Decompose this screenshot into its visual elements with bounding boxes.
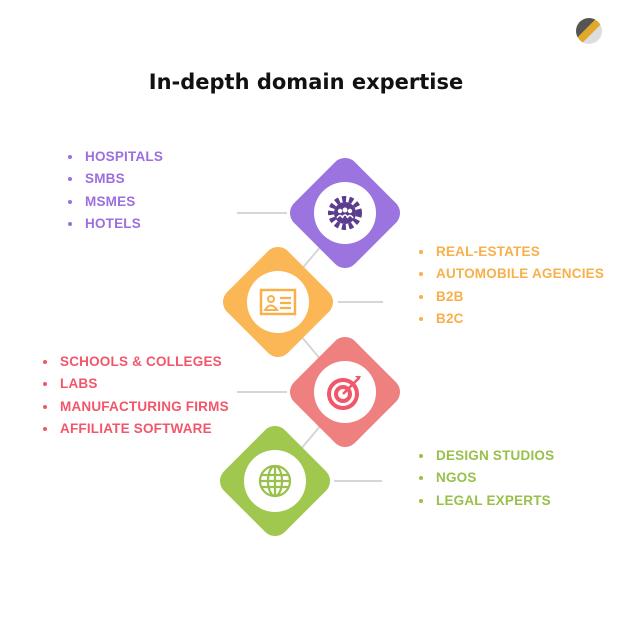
list-orange: REAL-ESTATES AUTOMOBILE AGENCIES B2B B2C <box>417 241 604 330</box>
list-item: DESIGN STUDIOS <box>417 445 554 467</box>
list-green: DESIGN STUDIOS NGOS LEGAL EXPERTS <box>417 445 554 512</box>
list-item: B2C <box>417 308 604 330</box>
globe-icon <box>244 450 306 512</box>
list-item: SMBS <box>66 168 163 190</box>
connector-line <box>338 301 383 303</box>
list-item: LABS <box>41 373 229 395</box>
list-item: SCHOOLS & COLLEGES <box>41 351 229 373</box>
list-item: B2B <box>417 286 604 308</box>
page-title: In-depth domain expertise <box>148 70 464 94</box>
list-item: NGOS <box>417 467 554 489</box>
list-item: HOSPITALS <box>66 146 163 168</box>
list-item: AFFILIATE SOFTWARE <box>41 418 229 440</box>
list-item: HOTELS <box>66 213 163 235</box>
team-gear-icon <box>314 182 376 244</box>
logo-icon <box>576 18 602 44</box>
target-icon <box>314 361 376 423</box>
list-item: LEGAL EXPERTS <box>417 490 554 512</box>
list-red: SCHOOLS & COLLEGES LABS MANUFACTURING FI… <box>41 351 229 440</box>
list-item: AUTOMOBILE AGENCIES <box>417 263 604 285</box>
connector-line <box>334 480 382 482</box>
list-item: MSMES <box>66 191 163 213</box>
list-item: MANUFACTURING FIRMS <box>41 396 229 418</box>
connector-line <box>237 391 287 393</box>
id-card-icon <box>247 271 309 333</box>
list-purple: HOSPITALS SMBS MSMES HOTELS <box>66 146 163 235</box>
list-item: REAL-ESTATES <box>417 241 604 263</box>
connector-line <box>237 212 287 214</box>
